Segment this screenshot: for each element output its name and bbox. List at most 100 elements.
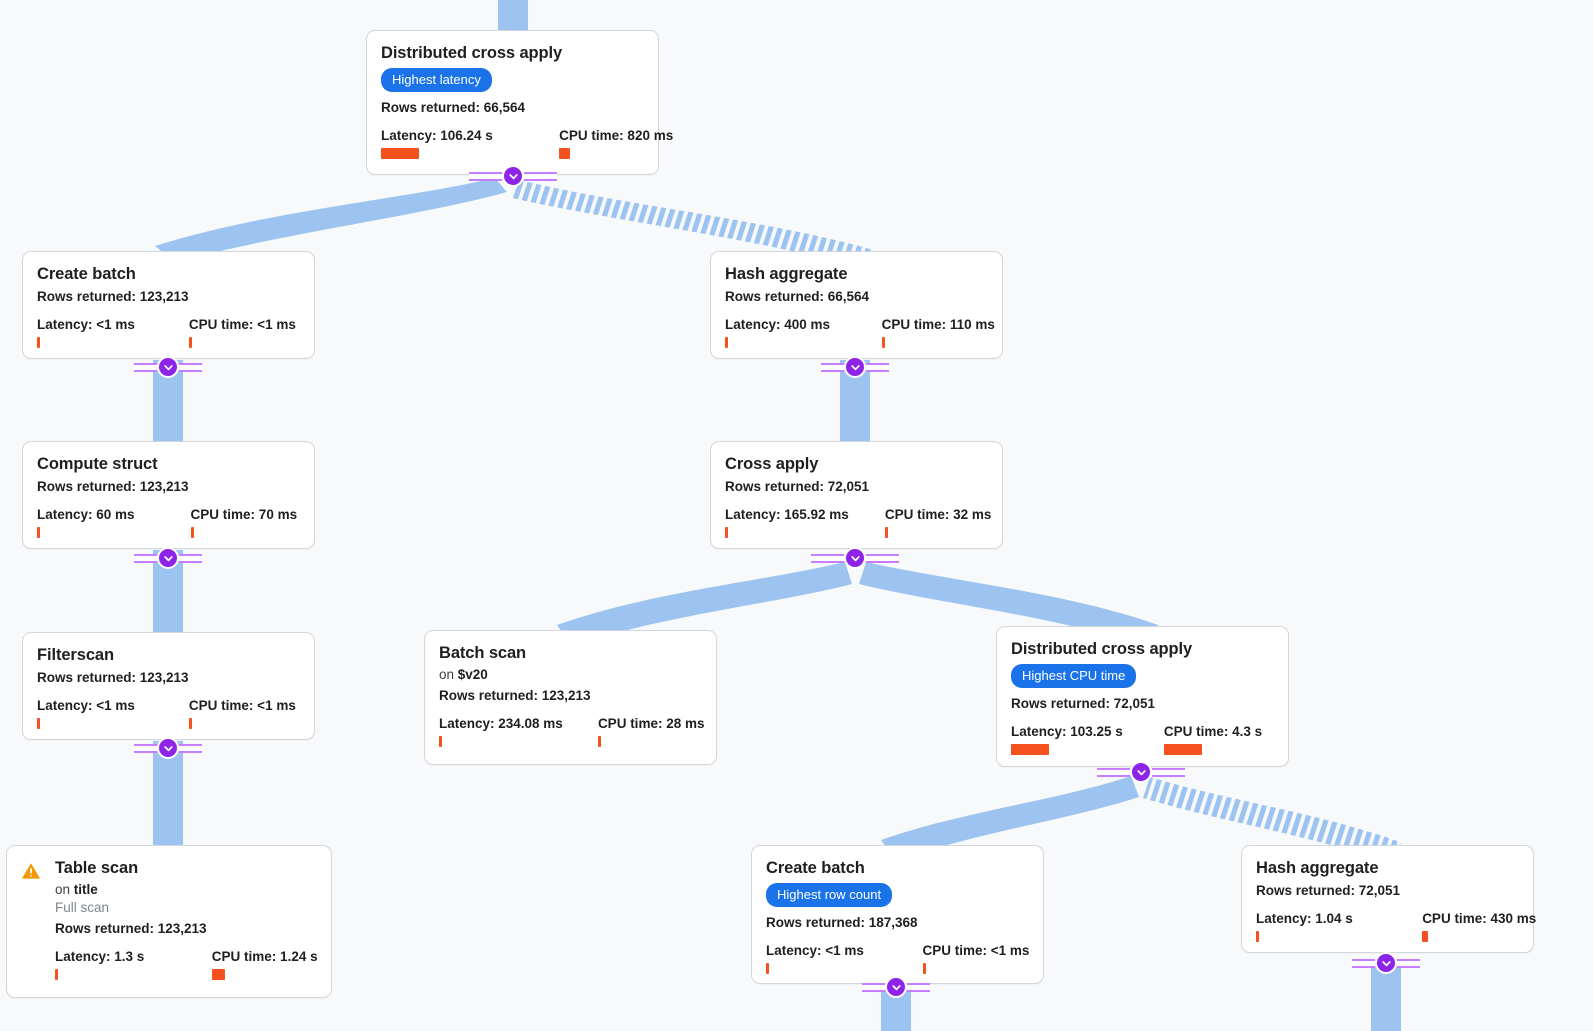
latency-bar (725, 337, 728, 349)
cpu-time-metric: CPU time: 70 ms (190, 507, 297, 539)
cpu-time-label: CPU time: <1 ms (922, 942, 1030, 958)
latency-bar (1256, 931, 1259, 943)
cpu-time-bar (190, 527, 194, 539)
latency-metric: Latency: 234.08 ms (439, 716, 563, 748)
cpu-time-bar (211, 969, 225, 981)
chevron-down-icon[interactable] (885, 976, 907, 998)
expander-rail-left (134, 743, 157, 753)
node-metrics: Latency: <1 ms CPU time: <1 ms (766, 942, 1030, 975)
node-metrics: Latency: 234.08 ms CPU time: 28 ms (439, 716, 704, 748)
node-title: Hash aggregate (1256, 859, 1379, 877)
chevron-down-icon[interactable] (1375, 952, 1397, 974)
cpu-time-label: CPU time: 430 ms (1422, 910, 1537, 926)
status-badge: Highest CPU time (1011, 663, 1137, 688)
node-title: Batch scan (439, 644, 527, 662)
node-metrics: Latency: <1 ms CPU time: <1 ms (37, 698, 300, 730)
rows-returned: Rows returned: 72,051 (725, 478, 870, 494)
chevron-down-icon[interactable] (844, 356, 866, 378)
latency-label: Latency: 165.92 ms (725, 506, 849, 522)
latency-metric: Latency: <1 ms (37, 317, 135, 349)
rows-returned: Rows returned: 123,213 (37, 288, 189, 304)
latency-label: Latency: 234.08 ms (439, 716, 563, 732)
node-title: Compute struct (37, 455, 158, 473)
node-metrics: Latency: 400 ms CPU time: 110 ms (725, 316, 995, 349)
badge-row: Highest latency (381, 66, 644, 96)
expander-rail-left (134, 362, 157, 372)
latency-metric: Latency: <1 ms (766, 943, 864, 975)
chevron-down-icon[interactable] (844, 547, 866, 569)
cpu-time-label: CPU time: 32 ms (884, 506, 992, 522)
cpu-time-bar (597, 736, 601, 748)
latency-label: Latency: 400 ms (725, 316, 831, 332)
chevron-down-icon[interactable] (157, 356, 179, 378)
cpu-time-metric: CPU time: 1.24 s (211, 949, 318, 981)
node-title: Table scan (55, 859, 139, 877)
cpu-time-bar (922, 963, 926, 975)
badge-row: Highest CPU time (1011, 662, 1274, 692)
node-title: Create batch (37, 265, 136, 283)
rows-returned: Rows returned: 123,213 (439, 687, 591, 703)
expander-rail-right (179, 362, 202, 372)
status-badge: Highest row count (766, 882, 893, 907)
cpu-time-metric: CPU time: 110 ms (881, 317, 995, 349)
rows-returned: Rows returned: 187,368 (766, 914, 918, 930)
expander-rail-left (1352, 958, 1375, 968)
latency-label: Latency: 103.25 s (1011, 723, 1123, 739)
chevron-down-icon[interactable] (502, 165, 524, 187)
cpu-time-bar (884, 527, 888, 539)
latency-label: Latency: 1.3 s (55, 949, 145, 965)
cpu-time-metric: CPU time: <1 ms (188, 698, 296, 730)
expander-rail-left (811, 553, 844, 563)
cpu-time-bar (881, 337, 885, 349)
rows-returned: Rows returned: 123,213 (37, 669, 189, 685)
node-metrics: Latency: 1.3 s CPU time: 1.24 s (55, 949, 318, 981)
node-metrics: Latency: 165.92 ms CPU time: 32 ms (725, 506, 992, 539)
expander-rail-right (179, 743, 202, 753)
cpu-time-bar (188, 337, 192, 349)
node-subtitle-target: $v20 (457, 666, 488, 682)
latency-bar (439, 736, 442, 748)
latency-metric: Latency: 165.92 ms (725, 506, 849, 539)
latency-bar (37, 527, 40, 539)
node-subtitle-prefix: on (55, 881, 74, 897)
latency-metric: Latency: 400 ms (725, 316, 831, 349)
rows-returned: Rows returned: 66,564 (381, 99, 526, 115)
node-subtitle-target: title (73, 881, 98, 897)
chevron-down-icon[interactable] (157, 547, 179, 569)
expander-rail-left (469, 171, 502, 181)
cpu-time-metric: CPU time: 28 ms (597, 716, 704, 748)
latency-metric: Latency: <1 ms (37, 698, 135, 730)
rows-returned: Rows returned: 66,564 (725, 288, 870, 304)
expander-rail-right (1397, 958, 1420, 968)
cpu-time-metric: CPU time: 430 ms (1422, 910, 1537, 943)
latency-bar (725, 527, 728, 539)
chevron-down-icon[interactable] (157, 737, 179, 759)
chevron-down-icon[interactable] (1130, 761, 1152, 783)
